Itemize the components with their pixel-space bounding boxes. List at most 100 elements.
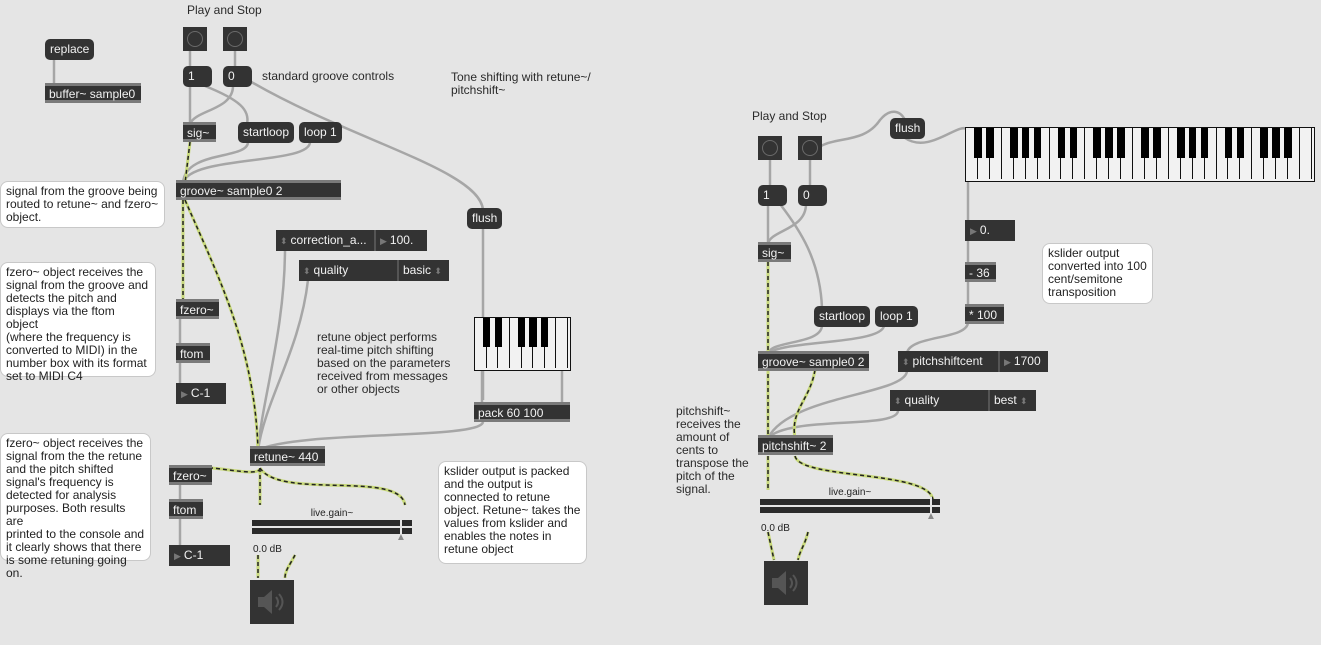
live-gain-left[interactable]: live.gain~ ▲ 0.0 dB xyxy=(252,508,412,558)
groove-object-right[interactable]: groove~ sample0 2 xyxy=(758,351,869,371)
updown-arrows-icon: ⬍ xyxy=(434,266,442,276)
black-key[interactable] xyxy=(1009,128,1018,158)
black-key[interactable] xyxy=(1200,128,1209,158)
stop-button[interactable] xyxy=(223,27,247,51)
triangle-icon: ▶ xyxy=(970,226,977,236)
message-one-right[interactable]: 1 xyxy=(758,185,787,206)
pitchshift-description: pitchshift~ receives the amount of cents… xyxy=(676,404,749,496)
attr-name: correction_a... xyxy=(290,233,367,247)
groove-controls-label: standard groove controls xyxy=(262,69,395,83)
white-key[interactable] xyxy=(1157,128,1169,179)
white-key[interactable] xyxy=(1300,128,1312,179)
white-key[interactable] xyxy=(1205,128,1217,179)
black-key[interactable] xyxy=(1224,128,1233,158)
note-number-box-2[interactable]: ▶C-1 xyxy=(169,545,230,566)
black-key[interactable] xyxy=(1093,128,1102,158)
ftom-object[interactable]: ftom xyxy=(176,343,210,363)
pitchshiftcent-attrui[interactable]: ⬍pitchshiftcent ▶1700 xyxy=(898,351,1048,372)
stop-button-right[interactable] xyxy=(798,136,822,160)
black-key[interactable] xyxy=(1117,128,1125,158)
flush-message-right[interactable]: flush xyxy=(890,118,926,139)
triangle-icon: ▶ xyxy=(181,389,188,399)
correction-amount-attrui[interactable]: ⬍correction_a... ▶100. xyxy=(276,230,427,251)
black-key[interactable] xyxy=(1057,128,1066,158)
retune-description: retune object performs real-time pitch s… xyxy=(317,330,451,396)
play-button[interactable] xyxy=(183,27,207,51)
black-key[interactable] xyxy=(529,318,537,347)
message-one[interactable]: 1 xyxy=(183,66,212,87)
black-key[interactable] xyxy=(974,128,982,158)
times-object[interactable]: * 100 xyxy=(965,304,1004,324)
fzero-object[interactable]: fzero~ xyxy=(176,299,219,319)
triangle-icon: ▶ xyxy=(1004,357,1011,367)
sig-object[interactable]: sig~ xyxy=(183,122,216,142)
loop-message-right[interactable]: loop 1 xyxy=(875,306,918,327)
gain-slider[interactable] xyxy=(252,520,412,534)
attr-value[interactable]: 1700 xyxy=(1013,354,1041,368)
white-key[interactable] xyxy=(498,318,510,368)
kslider-large[interactable] xyxy=(965,127,1315,182)
black-key[interactable] xyxy=(1069,128,1078,158)
comment-fzero-retune: fzero~ object receives the signal from t… xyxy=(0,433,151,580)
black-key[interactable] xyxy=(1033,128,1042,158)
black-key[interactable] xyxy=(986,128,994,158)
black-key[interactable] xyxy=(1188,128,1197,158)
ftom-object-2[interactable]: ftom xyxy=(169,499,203,519)
flush-message[interactable]: flush xyxy=(467,208,503,229)
triangle-icon: ▶ xyxy=(174,551,181,561)
black-key[interactable] xyxy=(482,318,491,347)
updown-arrows-icon: ⬍ xyxy=(303,266,311,276)
black-key[interactable] xyxy=(541,318,549,347)
black-key[interactable] xyxy=(494,318,502,347)
white-key[interactable] xyxy=(1240,128,1253,179)
white-key[interactable] xyxy=(1288,128,1301,179)
message-zero-right[interactable]: 0 xyxy=(798,185,827,206)
black-key[interactable] xyxy=(1153,128,1161,158)
quality-attrui[interactable]: ⬍quality basic ⬍ xyxy=(299,260,449,281)
black-key[interactable] xyxy=(1141,128,1149,158)
ezdac-left[interactable] xyxy=(250,580,294,624)
black-key[interactable] xyxy=(1176,128,1185,158)
quality-attrui-right[interactable]: ⬍quality best ⬍ xyxy=(890,390,1036,411)
attr-name: quality xyxy=(313,263,349,277)
black-key[interactable] xyxy=(1105,128,1113,158)
gain-triangle-icon[interactable]: ▲ xyxy=(926,511,936,522)
black-key[interactable] xyxy=(1021,128,1030,158)
black-key[interactable] xyxy=(1284,128,1292,158)
black-key[interactable] xyxy=(1272,128,1280,158)
gain-slider[interactable] xyxy=(760,499,940,513)
white-key[interactable] xyxy=(990,128,1002,179)
minus-object[interactable]: - 36 xyxy=(965,262,996,282)
pitchshift-object[interactable]: pitchshift~ 2 xyxy=(758,435,833,455)
white-key[interactable] xyxy=(1038,128,1050,179)
ezdac-right[interactable] xyxy=(764,561,808,605)
gain-triangle-icon[interactable]: ▲ xyxy=(396,532,406,543)
attr-value[interactable]: basic xyxy=(403,263,432,277)
attr-value[interactable]: 100. xyxy=(389,233,414,247)
loop-message[interactable]: loop 1 xyxy=(299,122,342,143)
pack-object[interactable]: pack 60 100 xyxy=(474,402,570,422)
white-key[interactable] xyxy=(556,318,568,368)
retune-object[interactable]: retune~ 440 xyxy=(250,446,325,466)
live-gain-right[interactable]: live.gain~ ▲ 0.0 dB xyxy=(760,487,940,537)
note-number-box[interactable]: ▶C-1 xyxy=(176,383,226,404)
buffer-object[interactable]: buffer~ sample0 xyxy=(45,83,141,103)
play-button-right[interactable] xyxy=(758,136,782,160)
message-zero[interactable]: 0 xyxy=(223,66,252,87)
fzero-object-2[interactable]: fzero~ xyxy=(169,465,212,485)
float-number-box[interactable]: ▶0. xyxy=(965,220,1015,241)
startloop-message[interactable]: startloop xyxy=(238,122,295,143)
white-key[interactable] xyxy=(1121,128,1134,179)
startloop-message-right[interactable]: startloop xyxy=(814,306,871,327)
black-key[interactable] xyxy=(517,318,526,347)
sig-object-right[interactable]: sig~ xyxy=(758,242,791,262)
black-key[interactable] xyxy=(1236,128,1245,158)
attr-value[interactable]: best xyxy=(994,393,1017,407)
black-key[interactable] xyxy=(1260,128,1269,158)
white-key[interactable] xyxy=(1073,128,1086,179)
white-key[interactable] xyxy=(545,318,557,368)
replace-message[interactable]: replace xyxy=(45,39,95,60)
kslider-small[interactable] xyxy=(474,317,571,371)
updown-arrows-icon: ⬍ xyxy=(1020,396,1028,406)
groove-object[interactable]: groove~ sample0 2 xyxy=(176,180,341,200)
